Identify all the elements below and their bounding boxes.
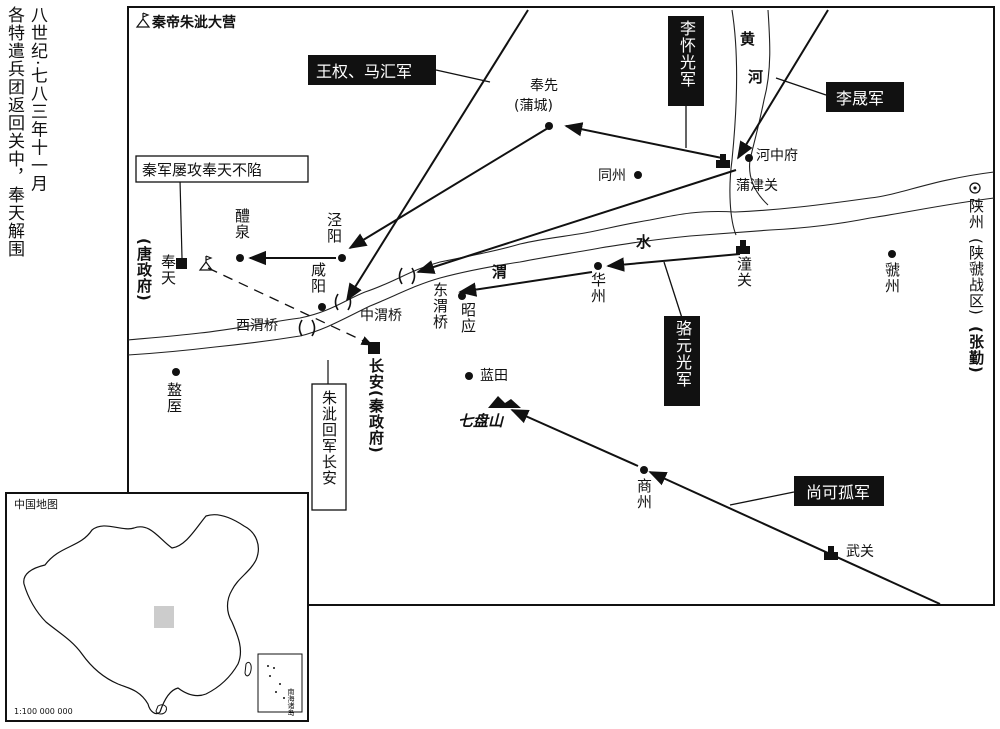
army-label-lisheng: 李晟军 [836, 89, 884, 108]
legend-label: 秦帝朱泚大营 [151, 14, 236, 31]
taiwan-island [244, 661, 252, 677]
mountain-icon-qipanshan [488, 396, 521, 408]
label-shanzhou: 陕州 [967, 198, 985, 230]
river-label-huanghe-2: 河 [748, 68, 763, 86]
prefecture-icon-shanzhou [969, 182, 981, 194]
arrow-wangquan-army [346, 9, 529, 302]
arrow-lisheng-army [737, 9, 829, 160]
pointer-wangquan [435, 69, 491, 83]
pointer-luoyuanguang [663, 261, 683, 319]
map-frame [127, 6, 995, 606]
wei-river-north-bank [127, 171, 995, 341]
bridge-marker-dongwei [398, 267, 416, 285]
map-title-col2: 各特遣兵团返回关中，奉天解围 [4, 6, 24, 258]
label-liquan: 醴泉 [233, 208, 251, 240]
pass-icon-wuguan [824, 546, 838, 560]
inset-title: 中国地图 [14, 498, 58, 511]
inset-scale: 1:100 000 000 [14, 707, 73, 716]
capital-fengtian [176, 258, 187, 269]
city-dot-lantian [465, 372, 473, 380]
arrow-lihuaiguang-hezhong-fengxian [564, 122, 723, 159]
arrow-tongguan-huazhou [606, 253, 741, 272]
army-box-shangkegu [794, 476, 884, 506]
arrow-shangzhou-qipanshan [510, 409, 639, 467]
label-zhaoying: 昭应 [459, 302, 477, 334]
city-dot-fengxian [545, 122, 553, 130]
pointer-shangkegu [729, 491, 795, 506]
city-dot-guozhou [888, 250, 896, 258]
camp-icon-zhuci [198, 255, 214, 271]
river-label-huanghe-1: 黄 [740, 30, 755, 48]
army-label-lihuaiguang: 李怀光军 [677, 20, 696, 88]
note-zhuci-return: 朱泚回军长安 [320, 390, 338, 486]
camp-icon-legend [135, 12, 151, 28]
label-shanzhou-note: (陕虢战区) [967, 238, 985, 316]
hainan-island [155, 704, 167, 715]
label-xianyang: 咸阳 [309, 262, 327, 294]
pointer-fengtian-siege [179, 179, 183, 259]
zhuci-route-dashed [207, 267, 374, 346]
river-label-wei-1: 水 [636, 233, 652, 251]
label-fengtian: 奉天 [159, 254, 177, 286]
highlight-region [154, 606, 174, 628]
label-huazhou: 华州 [589, 272, 607, 304]
label-dongweiqiao: 东渭桥 [431, 282, 449, 330]
yellow-river [729, 9, 771, 236]
inset-sea-label: 南海诸岛 [287, 688, 295, 716]
wei-river-south-bank [127, 197, 995, 356]
army-label-wangquan: 王权、马汇军 [316, 62, 412, 81]
label-shanzhou-who: (张勤) [967, 326, 985, 374]
label-wuguan: 武关 [846, 544, 874, 560]
label-fengtian-note: (唐政府) [135, 238, 153, 302]
pass-icon-tongguan [736, 240, 750, 254]
city-dot-liquan [236, 254, 244, 262]
city-dot-shangzhou [640, 466, 648, 474]
city-dot-xianyang [318, 303, 326, 311]
arrow-wuguan-shangzhou [648, 471, 941, 605]
label-changan: 长安 [367, 358, 385, 390]
army-label-luoyuanguang: 骆元光军 [673, 320, 692, 388]
army-box-wangquan [308, 55, 436, 85]
label-guozhou: 虢州 [883, 262, 901, 294]
south-sea-islands [267, 665, 285, 699]
label-pujinguan: 蒲津关 [736, 178, 778, 194]
label-fengxian-alt: (蒲城) [514, 98, 553, 114]
city-dot-huazhou [594, 262, 602, 270]
label-changan-note: (秦政府) [367, 390, 385, 454]
label-tongzhou: 同州 [598, 168, 626, 184]
army-box-luoyuanguang [664, 316, 700, 406]
arrow-huazhou-zhaoying [458, 271, 593, 297]
river-label-wei-2: 渭 [492, 263, 507, 281]
pointer-lisheng [775, 77, 827, 96]
label-jingyang: 泾阳 [325, 212, 343, 244]
label-fengxian: 奉先 [530, 78, 558, 94]
china-outline [23, 514, 259, 715]
pass-icon-hezhong [716, 154, 730, 168]
label-hezhongfu: 河中府 [756, 148, 798, 164]
city-dot-jingyang [338, 254, 346, 262]
arrow-fengxian-jingyang [348, 127, 549, 249]
note-box-fengtian-siege [135, 155, 309, 183]
label-zhouzhi: 盩厔 [165, 382, 183, 414]
label-shangzhou: 商州 [635, 478, 653, 510]
note-box-zhuci-return [311, 383, 347, 511]
capital-changan [368, 342, 380, 354]
army-box-lihuaiguang [668, 16, 704, 106]
label-xiweiqiao: 西渭桥 [236, 318, 278, 334]
label-lantian: 蓝田 [480, 368, 508, 384]
arrow-hezhong-dongwei [416, 169, 737, 274]
map-title-col1: 八世纪·七八三年十一月 [27, 6, 47, 193]
city-dot-tongzhou [634, 171, 642, 179]
city-dot-zhaoying [458, 292, 466, 300]
note-fengtian-siege: 秦军屡攻奉天不陷 [142, 161, 262, 179]
army-label-shangkegu: 尚可孤军 [806, 483, 870, 502]
army-box-lisheng [826, 82, 904, 112]
city-dot-hezhongfu [745, 154, 753, 162]
city-dot-zhouzhi [172, 368, 180, 376]
label-tongguan: 潼关 [735, 256, 753, 288]
label-zhongweiqiao: 中渭桥 [360, 308, 402, 324]
bridge-marker-xiwei [298, 319, 316, 337]
label-qipanshan: 七盘山 [458, 412, 505, 430]
